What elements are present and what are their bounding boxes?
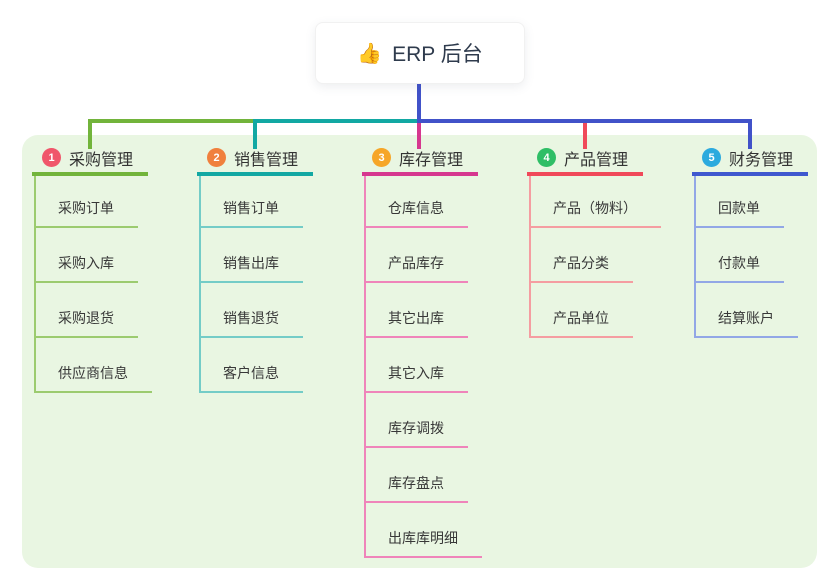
branch-header-product[interactable]: 4 产品管理 <box>527 143 643 176</box>
connector-drop-branch-3 <box>417 121 421 149</box>
node-product-material[interactable]: 产品（物料） <box>531 176 661 228</box>
node-other-outbound[interactable]: 其它出库 <box>366 283 468 338</box>
node-purchase-order[interactable]: 采购订单 <box>36 176 138 228</box>
node-sales-order[interactable]: 销售订单 <box>201 176 303 228</box>
connector-drop-branch-1 <box>88 121 92 149</box>
node-sales-return[interactable]: 销售退货 <box>201 283 303 338</box>
badge-4: 4 <box>537 148 556 167</box>
node-sales-outbound[interactable]: 销售出库 <box>201 228 303 283</box>
node-product-category[interactable]: 产品分类 <box>531 228 633 283</box>
branch-sales: 2 销售管理 销售订单 销售出库 销售退货 客户信息 <box>197 143 313 393</box>
connector-drop-branch-4 <box>583 121 587 149</box>
branch-label: 财务管理 <box>729 151 794 169</box>
branch-items: 回款单 付款单 结算账户 <box>694 176 798 338</box>
root-node[interactable]: 👍 ERP 后台 <box>315 22 525 84</box>
branch-items: 销售订单 销售出库 销售退货 客户信息 <box>199 176 303 393</box>
node-other-inbound[interactable]: 其它入库 <box>366 338 468 393</box>
branch-label: 产品管理 <box>564 151 629 169</box>
root-label: ERP 后台 <box>392 43 483 66</box>
branch-label: 库存管理 <box>399 151 464 169</box>
node-settlement-account[interactable]: 结算账户 <box>696 283 798 338</box>
node-stock-count[interactable]: 库存盘点 <box>366 448 468 503</box>
node-purchase-return[interactable]: 采购退货 <box>36 283 138 338</box>
branch-header-sales[interactable]: 2 销售管理 <box>197 143 313 176</box>
branch-header-finance[interactable]: 5 财务管理 <box>692 143 808 176</box>
branch-header-inventory[interactable]: 3 库存管理 <box>362 143 478 176</box>
connector-bus-teal <box>253 119 421 123</box>
badge-5: 5 <box>702 148 721 167</box>
node-stock-detail[interactable]: 出库库明细 <box>366 503 482 558</box>
branches-background-panel <box>22 135 817 568</box>
branch-product: 4 产品管理 产品（物料） 产品分类 产品单位 <box>527 143 661 338</box>
badge-2: 2 <box>207 148 226 167</box>
node-supplier-info[interactable]: 供应商信息 <box>36 338 152 393</box>
branch-items: 产品（物料） 产品分类 产品单位 <box>529 176 661 338</box>
node-product-unit[interactable]: 产品单位 <box>531 283 633 338</box>
branch-label: 采购管理 <box>69 151 134 169</box>
connector-drop-branch-2 <box>253 121 257 149</box>
branch-finance: 5 财务管理 回款单 付款单 结算账户 <box>692 143 808 338</box>
badge-3: 3 <box>372 148 391 167</box>
branch-inventory: 3 库存管理 仓库信息 产品库存 其它出库 其它入库 库存调拨 库存盘点 出库库… <box>362 143 482 558</box>
connector-bus-blue <box>417 119 752 123</box>
branch-label: 销售管理 <box>234 151 299 169</box>
branch-items: 仓库信息 产品库存 其它出库 其它入库 库存调拨 库存盘点 出库库明细 <box>364 176 482 558</box>
root-trunk-connector <box>417 82 421 121</box>
thumbs-up-icon: 👍 <box>357 42 383 65</box>
node-warehouse-info[interactable]: 仓库信息 <box>366 176 468 228</box>
node-payment-bill[interactable]: 付款单 <box>696 228 784 283</box>
branch-purchase: 1 采购管理 采购订单 采购入库 采购退货 供应商信息 <box>32 143 152 393</box>
node-product-stock[interactable]: 产品库存 <box>366 228 468 283</box>
node-customer-info[interactable]: 客户信息 <box>201 338 303 393</box>
branch-items: 采购订单 采购入库 采购退货 供应商信息 <box>34 176 152 393</box>
badge-1: 1 <box>42 148 61 167</box>
node-purchase-inbound[interactable]: 采购入库 <box>36 228 138 283</box>
node-stock-transfer[interactable]: 库存调拨 <box>366 393 468 448</box>
node-receipt-bill[interactable]: 回款单 <box>696 176 784 228</box>
branch-header-purchase[interactable]: 1 采购管理 <box>32 143 148 176</box>
connector-drop-branch-5 <box>748 121 752 149</box>
connector-bus-green <box>88 119 257 123</box>
